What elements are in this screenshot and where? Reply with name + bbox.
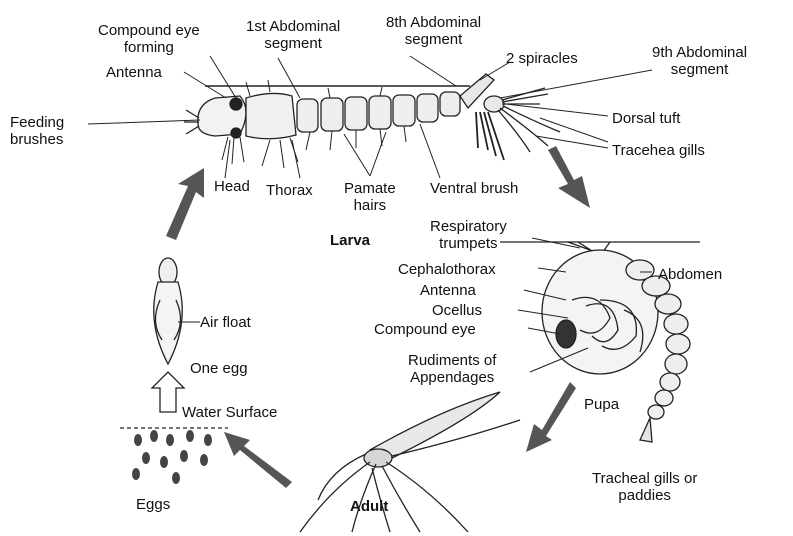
larva-illustration: [184, 74, 560, 168]
label-8th-abdominal-segment: 8th Abdominal segment: [386, 14, 481, 48]
label-abdomen: Abdomen: [658, 266, 722, 283]
label-respiratory-trumpets: Respiratory trumpets: [430, 218, 507, 252]
label-tracheal-gills: Tracehea gills: [612, 142, 705, 159]
label-one-egg: One egg: [190, 360, 248, 377]
label-cephalothorax: Cephalothorax: [398, 261, 496, 278]
label-ventral-brush: Ventral brush: [430, 180, 518, 197]
label-2-spiracles: 2 spiracles: [506, 50, 578, 67]
label-air-float: Air float: [200, 314, 251, 331]
adult-illustration: [300, 392, 520, 532]
label-adult-stage: Adult: [350, 498, 388, 515]
label-water-surface: Water Surface: [182, 404, 277, 421]
label-thorax: Thorax: [266, 182, 313, 199]
label-feeding-brushes: Feeding brushes: [10, 114, 64, 148]
label-ocellus: Ocellus: [432, 302, 482, 319]
label-antenna: Antenna: [106, 64, 162, 81]
label-9th-abdominal-segment: 9th Abdominal segment: [652, 44, 747, 78]
label-palmate-hairs: Pamate hairs: [344, 180, 396, 214]
label-pupa-antenna: Antenna: [420, 282, 476, 299]
label-larva-stage: Larva: [330, 232, 370, 249]
label-1st-abdominal-segment: 1st Abdominal segment: [246, 18, 340, 52]
label-eggs: Eggs: [136, 496, 170, 513]
label-pupa-stage: Pupa: [584, 396, 619, 413]
label-tracheal-gills-paddles: Tracheal gills or paddies: [592, 470, 697, 504]
label-compound-eye-forming: Compound eye forming: [98, 22, 200, 56]
label-head: Head: [214, 178, 250, 195]
label-compound-eye: Compound eye: [374, 321, 476, 338]
label-dorsal-tuft: Dorsal tuft: [612, 110, 680, 127]
label-rudiments-of-appendages: Rudiments of Appendages: [408, 352, 496, 386]
